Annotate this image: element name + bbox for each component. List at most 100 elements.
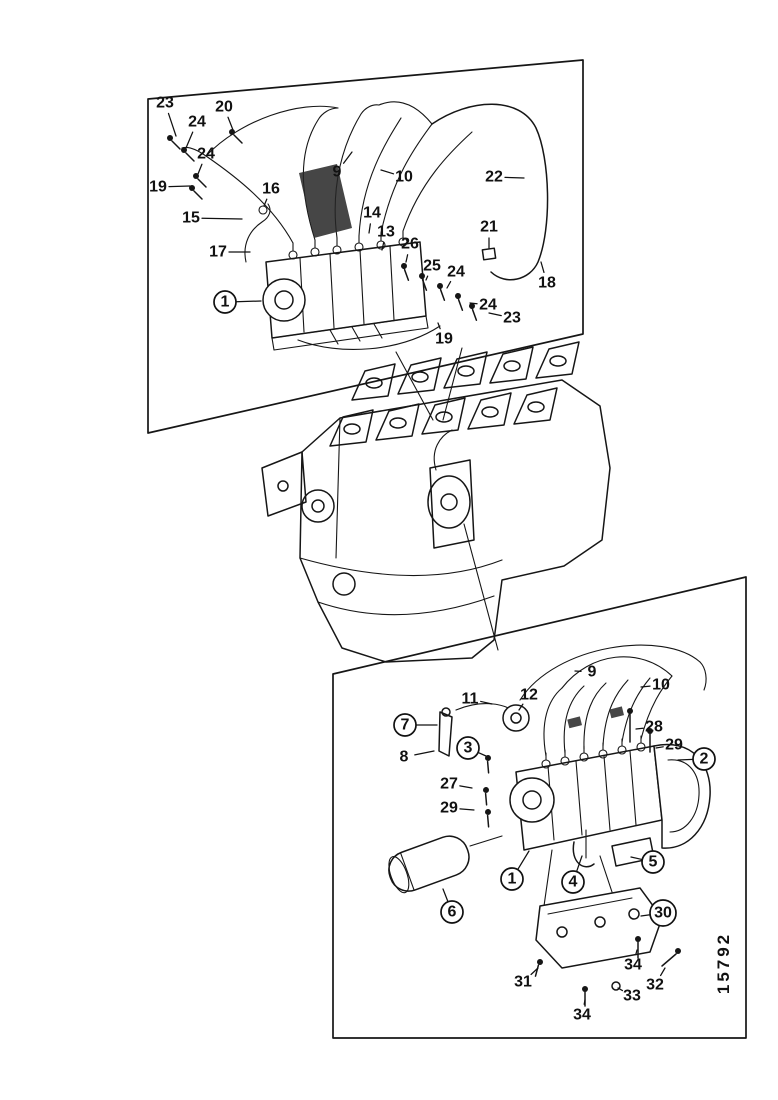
callout-label: 20	[215, 99, 233, 116]
callout-leader-line	[635, 949, 638, 955]
callout-label: 16	[262, 181, 280, 198]
callout-label: 26	[401, 236, 419, 253]
callout-leader-line	[227, 116, 234, 131]
callout-label: 25	[423, 258, 441, 275]
callout-leader-line	[168, 185, 191, 188]
callout-leader-line	[480, 700, 493, 705]
callout-label: 15	[182, 210, 200, 227]
shutoff-pipe	[244, 203, 271, 263]
top-panel-frame	[147, 59, 584, 434]
delivery-fittings	[541, 735, 646, 769]
callout-leader-line	[469, 302, 478, 305]
callout-label: 31	[514, 974, 532, 991]
engine-block-outline	[299, 379, 611, 663]
callout-leader-line	[425, 275, 429, 281]
callout-leader-line	[380, 169, 395, 175]
callout-circle	[213, 290, 237, 314]
callout-label: 21	[480, 219, 498, 236]
callout-label: 2	[700, 751, 709, 768]
callout-leader-line	[405, 254, 409, 263]
left-fasteners	[166, 128, 243, 200]
callout-leader-line	[575, 855, 583, 873]
projection-lines	[395, 347, 499, 651]
callout-label: 17	[209, 244, 227, 261]
pipe-clamp	[481, 247, 497, 261]
callout-leader-line	[655, 746, 664, 749]
callout-label: 29	[440, 800, 458, 817]
callout-leader-line	[635, 727, 644, 730]
callout-leader-line	[488, 312, 502, 317]
callout-leader-line	[342, 151, 353, 164]
top-injection-pump-illustration	[166, 101, 549, 351]
callout-label: 24	[188, 114, 206, 131]
callout-label: 22	[485, 169, 503, 186]
bracket-bolts	[528, 936, 681, 1007]
callout-label: 8	[400, 749, 409, 766]
callout-leader-line	[677, 758, 694, 761]
callout-label: 34	[573, 1007, 591, 1024]
governor-housing	[653, 743, 711, 849]
callout-leader-line	[368, 223, 371, 234]
callout-label: 18	[538, 275, 556, 292]
callout-label: 24	[479, 297, 497, 314]
pipe-clamp	[609, 706, 625, 719]
return-pipe-loop	[431, 103, 549, 281]
callout-leader-line	[517, 850, 530, 871]
callout-label: 5	[649, 854, 658, 871]
callout-leader-line	[167, 112, 177, 137]
engine-illustration	[261, 341, 611, 663]
drive-flange	[509, 777, 555, 823]
callout-label: 4	[569, 874, 578, 891]
callout-circle	[393, 713, 417, 737]
callout-label: 13	[377, 224, 395, 241]
callout-label: 9	[588, 664, 597, 681]
callout-label: 10	[395, 169, 413, 186]
callout-label: 30	[654, 905, 672, 922]
callout-leader-line	[530, 967, 539, 976]
callout-leader-line	[414, 750, 435, 756]
callout-label: 1	[221, 294, 230, 311]
callout-leader-line	[640, 685, 651, 688]
callout-leader-line	[381, 242, 385, 251]
engine-mount-bracket	[261, 451, 307, 517]
callout-label: 19	[435, 331, 453, 348]
callout-leader-line	[459, 808, 475, 811]
bottom-injection-pump-illustration	[388, 644, 711, 1007]
callout-label: 33	[623, 988, 641, 1005]
callout-leader-line	[197, 163, 203, 175]
callout-leader-line	[518, 703, 524, 711]
callout-leader-line	[659, 967, 666, 977]
callout-circle	[649, 899, 677, 927]
mounted-injection-pump	[427, 429, 475, 549]
callout-leader-line	[540, 261, 545, 274]
callout-circle	[440, 900, 464, 924]
callout-label: 12	[520, 687, 538, 704]
callout-label: 34	[624, 957, 642, 974]
callout-label: 9	[333, 164, 342, 181]
fuel-line-harness	[181, 101, 473, 244]
front-pulleys	[301, 489, 356, 596]
vibration-damper	[455, 703, 530, 732]
callout-label: 27	[440, 776, 458, 793]
callout-leader-line	[477, 751, 487, 757]
callout-label: 11	[462, 691, 479, 708]
callout-leader-line	[630, 856, 643, 861]
callout-leader-line	[263, 198, 268, 207]
callout-label: 14	[363, 205, 381, 222]
callout-leader-line	[442, 888, 449, 903]
callout-circle	[561, 870, 585, 894]
callout-circle	[456, 736, 480, 760]
callout-label: 1	[508, 871, 517, 888]
callout-label: 10	[652, 677, 670, 694]
callout-label: 24	[447, 264, 465, 281]
callout-label: 7	[401, 717, 410, 734]
callout-label: 19	[149, 179, 167, 196]
callout-circle	[500, 867, 524, 891]
callout-leader-line	[201, 217, 243, 220]
callout-label: 29	[665, 737, 683, 754]
callout-label: 28	[645, 719, 663, 736]
leak-off-pipe	[297, 325, 441, 351]
